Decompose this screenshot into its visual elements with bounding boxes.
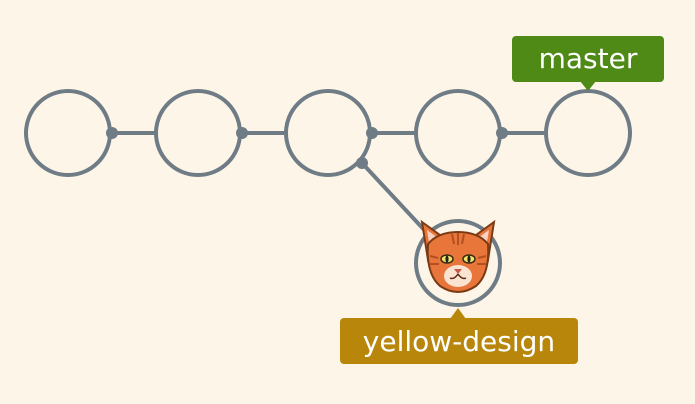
edge-c3-c6 [360,161,430,236]
commit-node [544,89,632,177]
branch-name-yellow-design: yellow-design [363,325,555,358]
commit-node [414,89,502,177]
commit-node [414,219,502,307]
branch-name-master: master [539,42,638,75]
commit-node [154,89,242,177]
commit-node [284,89,372,177]
branch-label-master: master [512,36,664,91]
cat-face-icon [420,219,496,293]
commit-node [24,89,112,177]
branch-label-yellow-design: yellow-design [340,308,578,364]
